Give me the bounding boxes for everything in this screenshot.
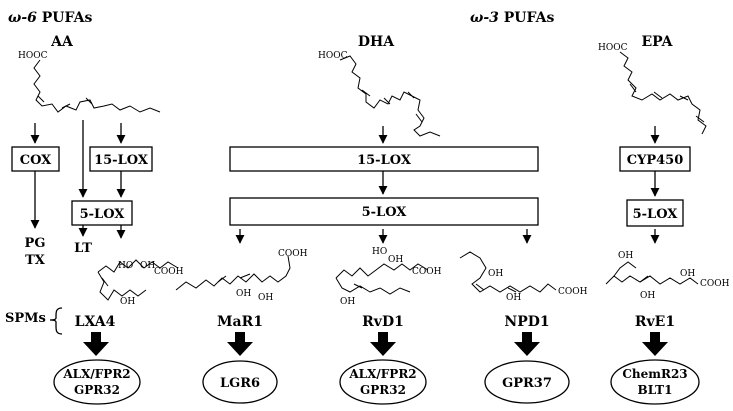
- lxa4-oh2: OH: [120, 297, 135, 307]
- rve1-label: RvE1: [635, 314, 675, 330]
- mar1-structure: COOH OH OH: [175, 249, 308, 303]
- lox5-aa-label: 5-LOX: [80, 207, 126, 222]
- lxa4-structure: HO OH COOH OH: [97, 259, 184, 307]
- epa-structure: HOOC: [598, 43, 707, 135]
- aa-structure: HOOC: [18, 51, 161, 113]
- receptor-mar1-ellipse: [202, 360, 278, 404]
- aa-hooc: HOOC: [18, 51, 48, 61]
- lxa4-cooh: COOH: [154, 267, 184, 277]
- dha-hooc: HOOC: [318, 51, 348, 61]
- rvd1-oh2: OH: [340, 297, 355, 307]
- epa-hooc: HOOC: [598, 43, 628, 53]
- rvd1-label: RvD1: [362, 314, 404, 330]
- spms-label: SPMs: [5, 311, 46, 326]
- lox15-dha-box: [229, 146, 539, 172]
- receptor-npd1-ellipse: [484, 360, 570, 404]
- mar1-oh1: OH: [236, 289, 251, 299]
- receptor-rve1-line2: BLT1: [638, 383, 673, 397]
- receptor-rve1-ellipse: [610, 359, 700, 405]
- lox5-dha-label: 5-LOX: [362, 205, 408, 220]
- lox5-epa-box: [626, 199, 684, 227]
- receptor-rvd1-line1: ALX/FPR2: [348, 367, 416, 381]
- cyp450-box: [619, 146, 691, 172]
- rvd1-structure: HO OH COOH OH: [335, 247, 442, 307]
- npd1-structure: OH OH COOH: [459, 251, 588, 303]
- rvd1-ho: HO: [372, 247, 387, 257]
- cox-box: [11, 146, 60, 172]
- receptor-rvd1-ellipse: [339, 359, 427, 405]
- receptor-npd1-label: GPR37: [502, 376, 552, 391]
- fat-arrow-lxa4: [83, 332, 109, 356]
- lox15-aa-box: [89, 146, 153, 172]
- lox5-aa-box: [71, 200, 133, 226]
- receptor-lxa4-ellipse: [53, 359, 141, 405]
- mar1-label: MaR1: [217, 314, 263, 330]
- mar1-cooh: COOH: [278, 249, 308, 259]
- lxa4-oh1: OH: [140, 261, 155, 271]
- fat-arrow-rvd1: [370, 332, 396, 356]
- rve1-structure: OH OH COOH OH: [605, 251, 730, 301]
- tx-label: TX: [25, 253, 46, 268]
- npd1-oh1: OH: [488, 269, 503, 279]
- npd1-label: NPD1: [504, 314, 549, 330]
- rvd1-cooh: COOH: [412, 267, 442, 277]
- epa-label: EPA: [641, 34, 673, 50]
- pg-label: PG: [25, 236, 46, 251]
- lox5-epa-label: 5-LOX: [633, 207, 679, 222]
- lox15-aa-label: 15-LOX: [94, 153, 149, 168]
- npd1-cooh: COOH: [558, 287, 588, 297]
- fat-arrow-npd1: [514, 332, 540, 356]
- omega6-header: ω-6 PUFAs: [8, 10, 92, 26]
- rve1-oh2: OH: [680, 269, 695, 279]
- mar1-oh2: OH: [258, 293, 273, 303]
- lt-label: LT: [74, 241, 92, 256]
- lxa4-label: LXA4: [75, 314, 116, 330]
- npd1-oh2: OH: [506, 293, 521, 303]
- lox5-dha-box: [229, 197, 539, 226]
- rve1-oh1: OH: [618, 251, 633, 261]
- lxa4-ho: HO: [118, 261, 133, 271]
- cox-label: COX: [20, 153, 52, 168]
- lox15-dha-label: 15-LOX: [357, 153, 412, 168]
- omega3-header: ω-3 PUFAs: [470, 10, 554, 26]
- fat-arrow-rve1: [642, 332, 668, 356]
- receptor-lxa4-line1: ALX/FPR2: [62, 367, 130, 381]
- dha-structure: HOOC: [318, 51, 441, 137]
- receptor-rvd1-line2: GPR32: [360, 383, 406, 397]
- rve1-cooh: COOH: [700, 279, 730, 289]
- dha-label: DHA: [358, 34, 395, 50]
- receptor-rve1-line1: ChemR23: [622, 367, 687, 381]
- receptor-mar1-label: LGR6: [220, 376, 260, 391]
- receptor-lxa4-line2: GPR32: [74, 383, 120, 397]
- rvd1-oh1: OH: [388, 255, 403, 265]
- aa-label: AA: [50, 34, 74, 50]
- cyp450-label: CYP450: [627, 153, 684, 168]
- spms-brace: [49, 307, 63, 335]
- fat-arrow-mar1: [227, 332, 253, 356]
- rve1-oh3: OH: [640, 291, 655, 301]
